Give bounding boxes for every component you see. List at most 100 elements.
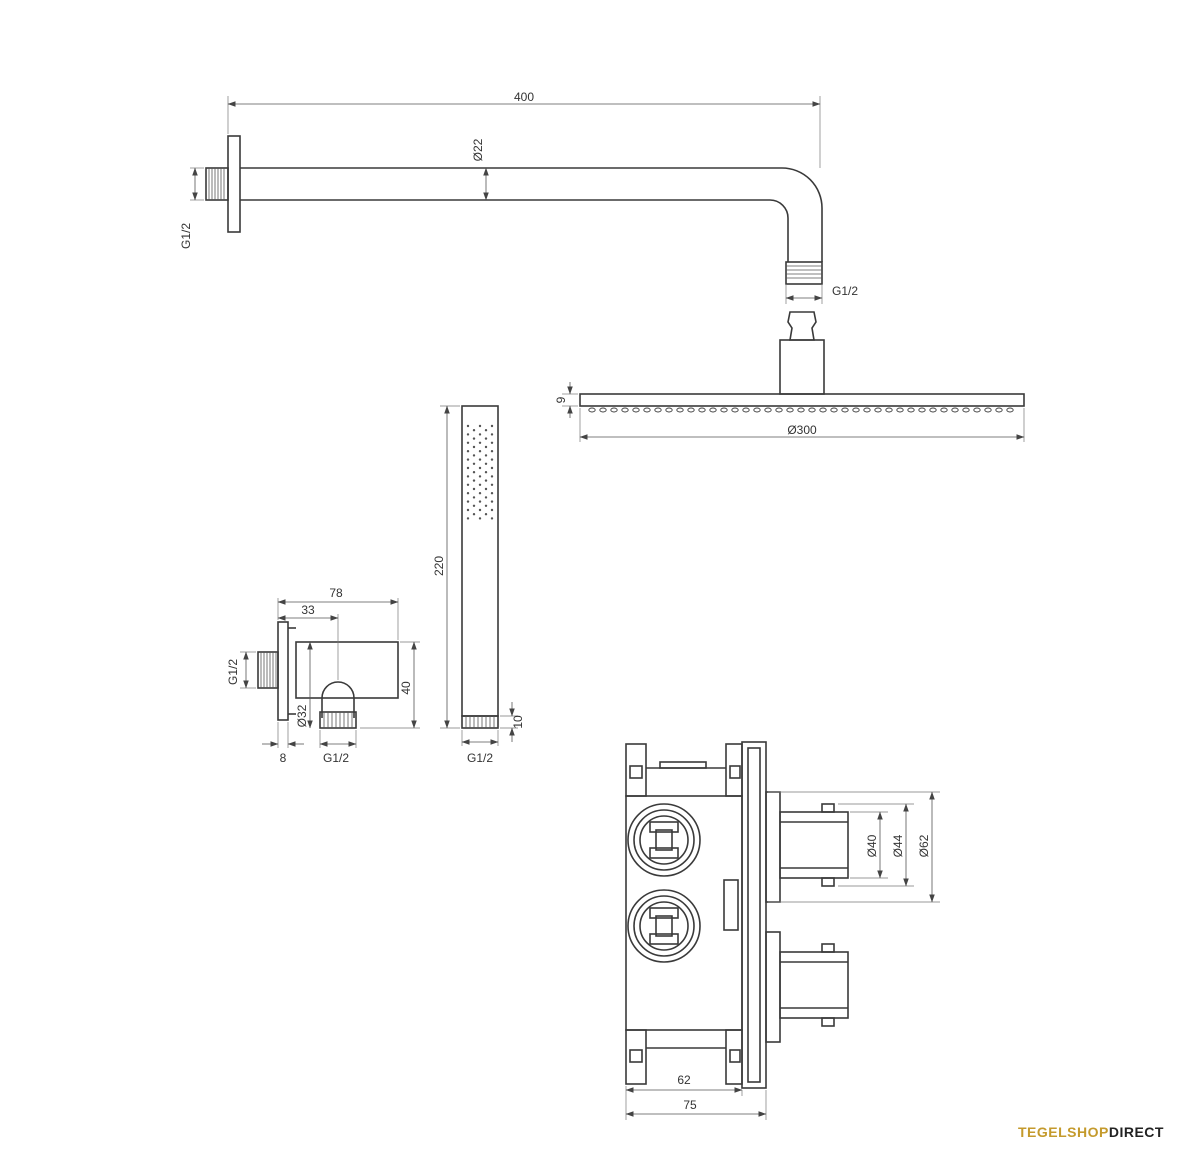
dim-valve-plate-label: Ø62 [917, 834, 931, 857]
nozzle [698, 407, 706, 413]
wall-elbow [257, 621, 399, 729]
spray-dot [466, 483, 470, 486]
dim-head-diameter-label: Ø300 [787, 423, 817, 437]
valve-knob-upper [765, 791, 849, 903]
dim-valve-body-depth-label: 62 [677, 1073, 691, 1087]
spray-dot [472, 513, 476, 516]
arm-pipe-bottom [240, 199, 789, 262]
valve-wall-plate [741, 741, 767, 1089]
spray-dot [484, 445, 488, 449]
nozzle [984, 407, 992, 413]
nozzle [621, 407, 629, 413]
dim-valve-knob-inner-label: Ø40 [865, 834, 879, 857]
elbow-wall-flange [277, 621, 289, 721]
dim-arm-diameter-label: Ø22 [471, 138, 485, 161]
elbow-outlet-thread [319, 711, 357, 729]
nozzle [874, 407, 882, 413]
valve-port-lower [627, 889, 701, 963]
nozzle [731, 407, 739, 413]
nozzle [973, 407, 981, 413]
arm-dimensions: 400 Ø22 G1/2 G1/2 [179, 90, 858, 304]
spray-dot [472, 487, 476, 491]
head-connector [779, 339, 825, 395]
nozzle [687, 407, 695, 413]
nozzle [632, 407, 640, 413]
spray-dot [478, 492, 482, 495]
hand-shower-body [461, 405, 499, 717]
spray-dot [490, 492, 494, 495]
nozzle [764, 407, 772, 413]
spray-dot [484, 454, 488, 457]
dim-arm-inlet-label: G1/2 [179, 223, 193, 249]
dim-hand-thread-label: G1/2 [467, 751, 493, 765]
spray-dot [484, 496, 488, 499]
spray-dot [484, 487, 488, 491]
concealed-valve [625, 741, 849, 1089]
nozzle [962, 407, 970, 413]
nozzle [929, 407, 937, 413]
dim-elbow-offset-label: 33 [301, 603, 315, 617]
spray-dot [466, 424, 470, 428]
arm-inlet-thread [205, 167, 229, 201]
spray-dot [466, 517, 470, 520]
nozzle [951, 407, 959, 413]
nozzle [665, 407, 673, 413]
spray-dot [490, 508, 494, 512]
nozzle [775, 407, 783, 413]
elbow-outlet [321, 681, 355, 718]
spray-dot [466, 433, 470, 436]
dim-arm-outlet-label: G1/2 [832, 284, 858, 298]
nozzle [588, 407, 596, 413]
dim-arm-length-label: 400 [514, 90, 534, 104]
spray-dot [478, 466, 482, 470]
nozzle [1006, 407, 1014, 413]
head-dimensions: 9 Ø300 [554, 382, 1025, 442]
shower-arm [205, 135, 823, 285]
spray-dot [490, 500, 494, 503]
nozzle [830, 407, 838, 413]
head-nozzles [588, 407, 1014, 413]
spray-dot [484, 429, 488, 432]
spray-dot [472, 445, 476, 449]
spray-dot [472, 454, 476, 457]
nozzle [863, 407, 871, 413]
spray-dot [490, 441, 494, 444]
spray-dot [490, 424, 494, 428]
head-ball-joint [787, 311, 817, 341]
nozzle [896, 407, 904, 413]
nozzle [940, 407, 948, 413]
hand-dimensions: 220 10 G1/2 [432, 405, 525, 765]
nozzle [709, 407, 717, 413]
spray-dot [478, 458, 482, 461]
spray-dot [466, 450, 470, 453]
spray-dot [478, 424, 482, 428]
arm-wall-flange [227, 135, 241, 233]
spray-dot [472, 471, 476, 474]
nozzle [599, 407, 607, 413]
spray-dot [490, 466, 494, 470]
valve-dimensions: Ø40 Ø44 Ø62 62 75 [625, 791, 940, 1120]
valve-bracket-top-left [625, 743, 647, 797]
dim-head-thickness-label: 9 [554, 396, 568, 403]
spray-dot [478, 500, 482, 503]
spray-dot [472, 429, 476, 432]
brand-logo-part2: DIRECT [1108, 1124, 1164, 1140]
brand-logo: TEGELSHOPDIRECT [1018, 1124, 1164, 1140]
spray-dot [466, 492, 470, 495]
spray-dot [490, 517, 494, 520]
dim-valve-knob-mid-label: Ø44 [891, 834, 905, 857]
nozzle [797, 407, 805, 413]
valve-knob-lower [765, 931, 849, 1043]
hand-shower-spray-dots [466, 424, 494, 520]
spray-dot [490, 450, 494, 453]
brand-logo-part1: TEGELSHOP [1018, 1124, 1109, 1140]
elbow-body [295, 641, 399, 699]
valve-bracket-bottom-left [625, 1029, 647, 1085]
spray-dot [478, 483, 482, 486]
dim-hand-length-label: 220 [432, 556, 446, 576]
hand-shower-thread [461, 715, 499, 729]
spray-dot [466, 475, 470, 478]
spray-dot [472, 437, 476, 440]
dim-elbow-depth-label: 78 [329, 586, 343, 600]
